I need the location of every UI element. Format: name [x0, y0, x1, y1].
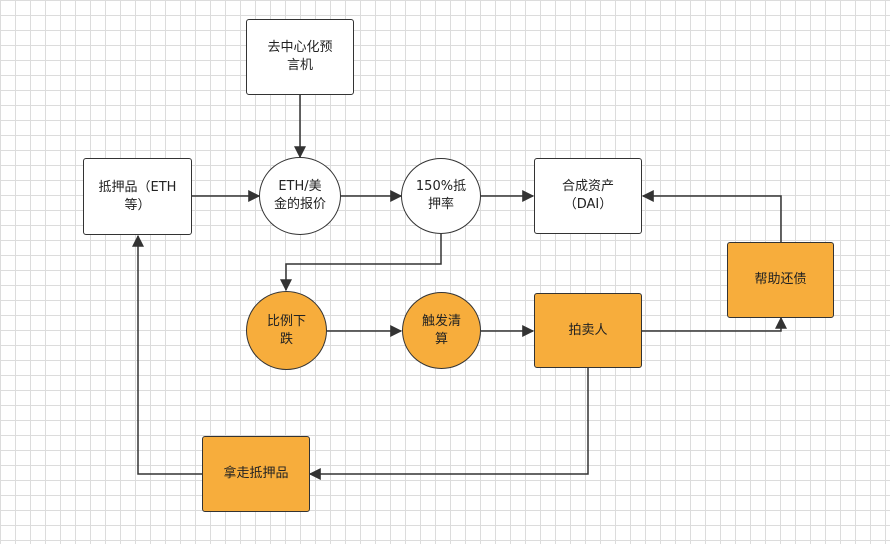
dai-label: 合成资产（DAI） [561, 179, 614, 212]
arrow-help-to-dai [641, 190, 782, 242]
price-circle: ETH/美金的报价 [259, 157, 341, 235]
arrow-take-to-collateral [132, 234, 202, 475]
oracle-label: 去中心化预言机 [267, 40, 333, 73]
auction-box: 拍卖人 [534, 293, 642, 368]
ratio-label: 150%抵押率 [415, 179, 467, 212]
auction-label: 拍卖人 [568, 322, 608, 338]
arrow-auction-to-help [641, 316, 787, 332]
trigger-circle: 触发清算 [402, 292, 481, 369]
arrow-ratio-to-drop [280, 234, 442, 292]
oracle-box: 去中心化预言机 [246, 19, 354, 95]
price-label: ETH/美金的报价 [274, 179, 327, 212]
arrow-auction-to-take [308, 368, 589, 480]
take-box: 拿走抵押品 [202, 436, 310, 512]
drop-label: 比例下跌 [266, 313, 306, 347]
help-box: 帮助还债 [727, 242, 834, 318]
trigger-label: 触发清算 [421, 313, 461, 347]
collateral-label: 抵押品（ETH等） [98, 179, 177, 213]
dai-box: 合成资产（DAI） [534, 158, 642, 234]
drop-circle: 比例下跌 [246, 291, 327, 370]
help-label: 帮助还债 [754, 272, 807, 287]
collateral-box: 抵押品（ETH等） [83, 158, 192, 235]
take-label: 拿走抵押品 [223, 466, 289, 481]
ratio-circle: 150%抵押率 [401, 158, 481, 234]
